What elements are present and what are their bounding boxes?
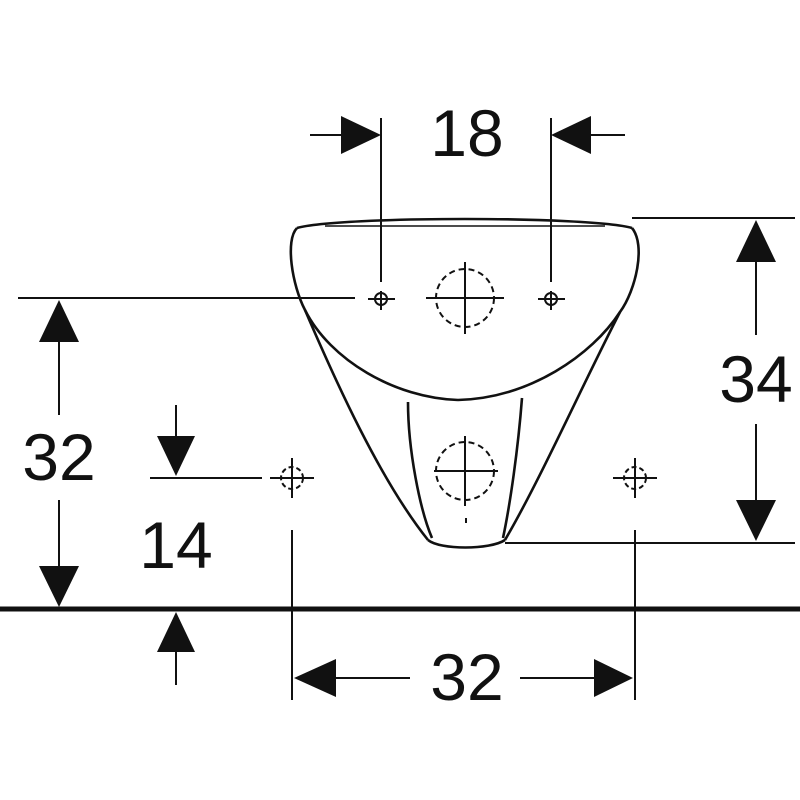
arrow-up-icon: [39, 300, 79, 342]
bowl-rim-top: [296, 217, 633, 230]
toilet-bowl: [289, 217, 640, 549]
arrow-down-icon: [157, 436, 195, 476]
trap-inner-left: [406, 401, 434, 539]
arrow-left-icon: [551, 116, 591, 154]
dimension-label-32-vertical: 32: [22, 420, 95, 494]
dimension-fixing-height: 32: [18, 297, 355, 607]
arrow-up-icon: [736, 220, 776, 262]
lower-right-fixing-hole-icon: [613, 458, 657, 498]
arrow-right-icon: [594, 659, 633, 697]
lower-left-fixing-hole-icon: [270, 458, 314, 498]
dimension-label-34: 34: [719, 342, 792, 416]
dimension-lower-offset: 14: [139, 405, 262, 685]
body-side-right: [503, 311, 622, 541]
arrow-left-icon: [294, 659, 336, 697]
arrow-up-icon: [157, 612, 195, 652]
arrow-down-icon: [39, 566, 79, 607]
dimension-label-32-horizontal: 32: [430, 640, 503, 714]
body-side-left: [303, 309, 430, 541]
dimension-label-18: 18: [430, 96, 503, 170]
dimension-bottom-width: 32: [291, 530, 636, 714]
bowl-outline-right: [457, 227, 640, 402]
upper-drain-hole-icon: [426, 262, 504, 334]
upper-left-fixing-hole-icon: [368, 291, 395, 310]
upper-right-fixing-hole-icon: [538, 291, 565, 310]
dimension-bowl-height: 34: [505, 217, 795, 544]
lower-outlet-hole-icon: [434, 436, 498, 506]
arrow-right-icon: [341, 116, 381, 154]
dimension-top-width: 18: [310, 96, 625, 282]
arrow-down-icon: [736, 500, 776, 541]
body-bottom: [427, 538, 506, 549]
bowl-outline-left: [289, 227, 459, 402]
dimension-label-14: 14: [139, 508, 212, 582]
trap-inner-right: [501, 397, 524, 539]
